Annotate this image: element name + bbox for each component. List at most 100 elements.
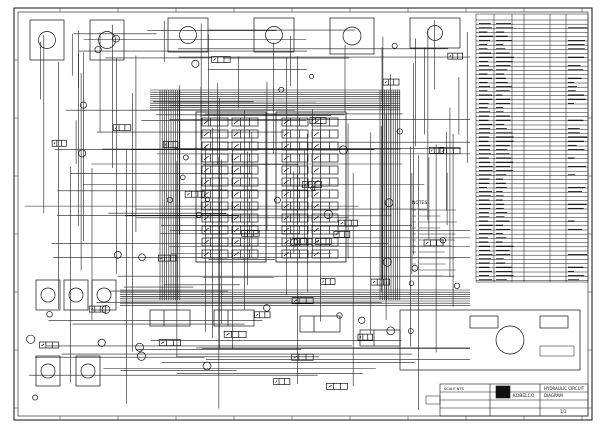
gauge-symbol [114, 251, 122, 259]
valve-symbol [201, 141, 229, 151]
title-line-1: HYDRAULIC CIRCUIT [544, 386, 585, 391]
gauge-symbol [32, 394, 38, 401]
valve-symbol [231, 129, 259, 139]
gauge-symbol [183, 154, 189, 161]
gauge-symbol [411, 264, 419, 272]
valve-symbol [201, 153, 229, 163]
pump-block [253, 17, 295, 53]
gauge-symbol [391, 42, 398, 49]
valve-symbol [231, 189, 259, 199]
gauge-symbol [338, 145, 348, 155]
motor-block [75, 355, 101, 387]
valve-symbol [291, 353, 314, 361]
valve-symbol [241, 229, 260, 237]
gauge-symbol [386, 326, 395, 336]
pump-block [29, 19, 65, 61]
valve-symbol [281, 153, 309, 163]
valve-symbol [281, 129, 309, 139]
gauge-symbol [46, 311, 53, 318]
valve-symbol [231, 153, 259, 163]
gauge-symbol [202, 361, 212, 371]
valve-symbol [254, 311, 271, 319]
gauge-symbol [309, 73, 315, 79]
component-symbols [26, 17, 581, 401]
gauge-symbol [191, 59, 200, 68]
valve-symbol [370, 278, 390, 286]
valve-symbol [231, 249, 259, 259]
valve-symbol [201, 177, 229, 187]
valve-symbol [357, 333, 373, 341]
valve-symbol [273, 378, 291, 385]
valve-symbol [112, 124, 132, 132]
valve-symbol [231, 165, 259, 175]
valve-symbol [309, 117, 327, 124]
gauge-symbol [408, 280, 415, 286]
valve-symbol [211, 56, 231, 63]
valve-symbol [201, 117, 229, 127]
valve-symbol [315, 238, 332, 245]
valve-symbol [201, 213, 229, 223]
valve-symbol [39, 341, 60, 349]
gauge-symbol [112, 34, 120, 43]
valve-symbol [311, 177, 339, 187]
valve-symbol [184, 190, 205, 198]
title-line-2: DIAGRAM [544, 393, 563, 398]
gauge-symbol [384, 198, 394, 208]
valve-symbol [333, 230, 351, 238]
valve-symbol [338, 219, 358, 227]
valve-symbol [201, 237, 229, 247]
gauge-symbol [80, 101, 87, 109]
valve-symbol [281, 189, 309, 199]
valve-symbol [311, 225, 339, 235]
gauge-symbol [274, 196, 281, 204]
valve-symbol [311, 213, 339, 223]
motor-block [63, 279, 89, 311]
valve-symbol [291, 297, 314, 305]
motor-block [91, 279, 117, 311]
gauge-symbol [407, 328, 414, 334]
zone-ticks [14, 8, 592, 420]
valve-symbol [201, 225, 229, 235]
gauge-symbol [204, 196, 211, 202]
gauge-symbol [336, 312, 343, 319]
valve-symbol [281, 117, 309, 127]
valve-symbol [281, 141, 309, 151]
cylinder-symbol [299, 315, 341, 333]
pump-block [167, 17, 209, 53]
valve-symbol [231, 237, 259, 247]
valve-symbol [320, 278, 336, 285]
gauge-symbol [453, 282, 461, 289]
valve-symbol [162, 141, 179, 148]
valve-symbol [311, 189, 339, 199]
gauge-symbol [180, 174, 186, 180]
gauge-symbol [94, 46, 102, 54]
valve-symbol [231, 201, 259, 211]
valve-symbol [281, 213, 309, 223]
valve-symbol [281, 249, 309, 259]
gauge-symbol [290, 238, 299, 247]
valve-symbol [311, 249, 339, 259]
gauge-symbol [138, 253, 146, 261]
valve-symbol [447, 52, 464, 60]
valve-symbol [439, 147, 461, 155]
revision-box [425, 345, 575, 405]
valve-symbol [201, 201, 229, 211]
gauge-symbol [78, 149, 86, 158]
valve-symbol [231, 117, 259, 127]
pump-block [409, 17, 461, 49]
motor-block [35, 279, 61, 311]
valve-symbol [429, 146, 445, 154]
pump-block [89, 19, 125, 61]
notes-block: NOTES [412, 200, 457, 277]
valve-symbol [311, 141, 339, 151]
valve-symbol [281, 225, 309, 235]
gauge-symbol [101, 305, 111, 314]
cylinder-symbol [213, 309, 255, 327]
valve-symbol [326, 382, 348, 390]
valve-symbol [201, 165, 229, 175]
pipe-network [24, 20, 470, 410]
valve-symbol [223, 331, 247, 338]
swing-circuit [399, 309, 581, 371]
valve-symbol [88, 305, 107, 313]
